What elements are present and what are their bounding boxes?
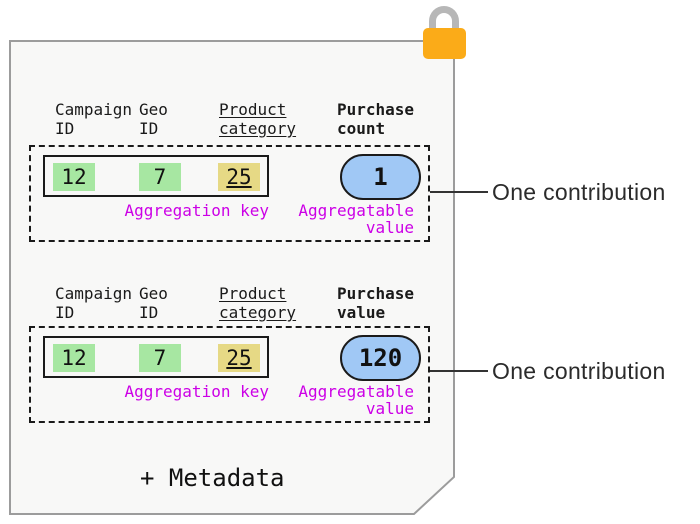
purchase-count-value: 1 bbox=[373, 163, 388, 191]
column-header-purchase-value: Purchase value bbox=[337, 284, 415, 322]
annotation-one-contribution-2: One contribution bbox=[492, 358, 666, 384]
aggregatable-value-pill-1: 1 bbox=[340, 154, 421, 200]
column-header-geo-id: Geo ID bbox=[139, 100, 168, 138]
product-category-value-1: 25 bbox=[226, 165, 252, 189]
annotation-one-contribution-1: One contribution bbox=[492, 179, 666, 205]
product-category-value-2: 25 bbox=[226, 346, 252, 370]
geo-id-value-1: 7 bbox=[153, 165, 167, 189]
aggregation-key-label-1: Aggregation key bbox=[124, 201, 270, 220]
column-header-purchase-count: Purchase count bbox=[337, 100, 415, 138]
column-header-product-category: Product category bbox=[219, 100, 297, 138]
purchase-value-value: 120 bbox=[358, 344, 403, 372]
aggregatable-value-pill-2: 120 bbox=[340, 335, 421, 381]
product-category-cell-1: 25 bbox=[218, 163, 260, 191]
column-header-geo-id-2: Geo ID bbox=[139, 284, 168, 322]
column-header-product-category-2: Product category bbox=[219, 284, 297, 322]
aggregation-key-rect-2 bbox=[43, 336, 269, 378]
campaign-id-value-1: 12 bbox=[61, 165, 87, 189]
connector-line-1 bbox=[430, 191, 488, 193]
column-header-campaign-id: Campaign ID bbox=[55, 100, 133, 138]
campaign-id-cell-1: 12 bbox=[53, 163, 95, 191]
connector-line-2 bbox=[430, 370, 488, 372]
metadata-label: + Metadata bbox=[140, 464, 285, 492]
contribution-box-1 bbox=[29, 145, 430, 242]
campaign-id-value-2: 12 bbox=[61, 346, 87, 370]
geo-id-cell-2: 7 bbox=[139, 344, 181, 372]
geo-id-value-2: 7 bbox=[153, 346, 167, 370]
lock-shackle-icon bbox=[429, 6, 459, 38]
aggregation-key-rect-1 bbox=[43, 155, 269, 197]
lock-icon bbox=[423, 28, 466, 59]
aggregatable-value-label-1: Aggregatable value bbox=[298, 201, 414, 237]
geo-id-cell-1: 7 bbox=[139, 163, 181, 191]
product-category-cell-2: 25 bbox=[218, 344, 260, 372]
contribution-box-2 bbox=[29, 326, 430, 423]
aggregatable-value-label-2: Aggregatable value bbox=[298, 382, 414, 418]
column-header-campaign-id-2: Campaign ID bbox=[55, 284, 133, 322]
campaign-id-cell-2: 12 bbox=[53, 344, 95, 372]
aggregation-key-label-2: Aggregation key bbox=[124, 382, 270, 401]
